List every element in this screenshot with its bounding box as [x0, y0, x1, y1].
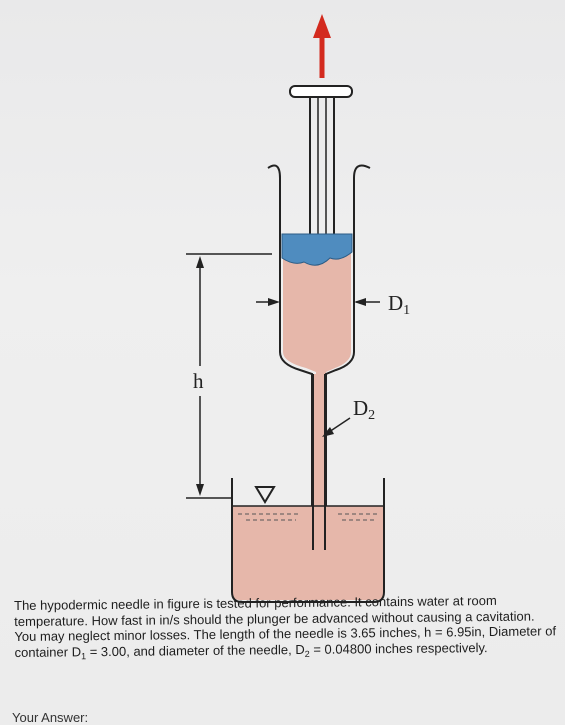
answer-label: Your Answer:	[12, 710, 89, 725]
d1-dimension	[256, 298, 380, 306]
height-dimension	[186, 253, 272, 499]
barrel-outline	[279, 178, 355, 550]
free-surface-icon	[254, 486, 276, 504]
container-liquid	[232, 506, 384, 600]
d1-label: D1	[388, 291, 410, 318]
motion-arrow-icon	[313, 14, 331, 78]
d2-label: D2	[353, 396, 375, 423]
plunger-handle	[289, 85, 353, 98]
h-label: h	[193, 369, 204, 393]
hypodermic-needle-diagram: h D1 D2	[186, 14, 410, 603]
barrel-left-lip	[267, 164, 281, 179]
plunger-rod	[309, 97, 335, 236]
d2-leader	[322, 417, 351, 437]
barrel-liquid	[283, 250, 351, 420]
plunger-head	[281, 233, 353, 266]
container-outline	[231, 478, 385, 603]
barrel-right-lip	[353, 164, 371, 179]
problem-statement: The hypodermic needle in figure is teste…	[14, 592, 557, 661]
